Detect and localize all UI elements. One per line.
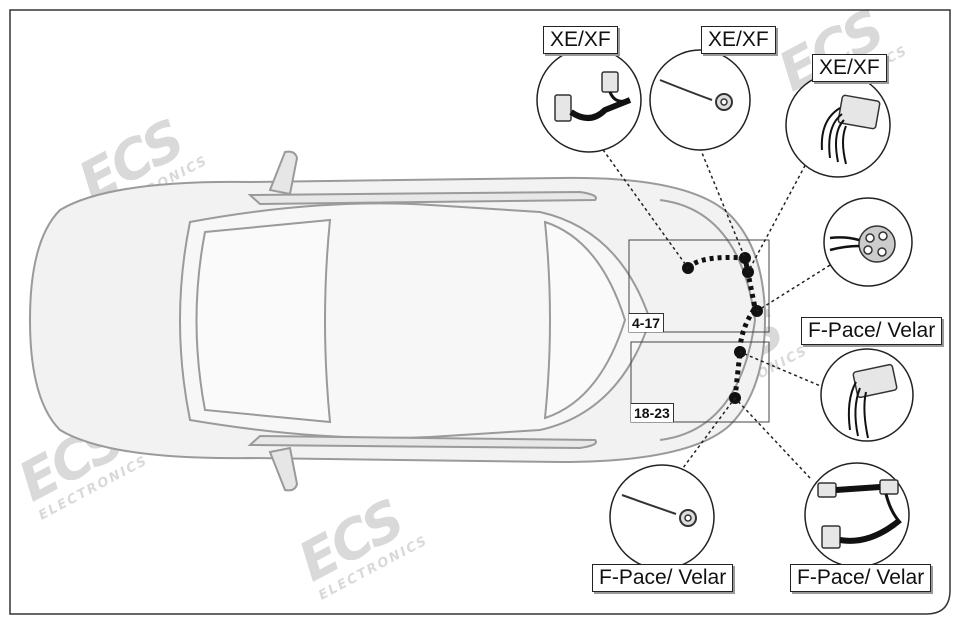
range-label-upper: 4-17: [629, 313, 665, 332]
detail-circle-xe-ring: [649, 49, 751, 151]
multi-pin-connector-icon: [820, 94, 881, 165]
label-fpace-velar: F-Pace/ Velar: [790, 564, 932, 592]
range-box-upper: [628, 239, 770, 333]
detail-circle-xe-multipin: [785, 72, 891, 178]
round-socket-icon: [829, 225, 896, 263]
detail-circle-fpace-harness: [804, 462, 910, 568]
frame-border: [9, 9, 951, 615]
connection-point: [739, 252, 751, 264]
detail-circle-fpace-ring: [609, 464, 715, 570]
wiring-harness-icon: [817, 479, 902, 549]
leader-lines: [595, 139, 836, 479]
ring-terminal-icon: [621, 494, 697, 527]
detail-circle-xe-plug: [536, 47, 642, 153]
car-outline: [28, 150, 767, 492]
multi-pin-connector-icon: [847, 363, 898, 439]
label-fpace-velar: F-Pace/ Velar: [592, 564, 734, 592]
detail-circle-fpace-multipin: [820, 348, 914, 442]
label-xe-xf: XE/XF: [812, 54, 887, 82]
detail-circle-round-socket: [823, 197, 913, 287]
range-box-lower: [630, 341, 770, 423]
label-fpace-velar: F-Pace/ Velar: [801, 317, 943, 345]
label-xe-xf: XE/XF: [543, 26, 618, 54]
range-label-lower: 18-23: [631, 403, 674, 422]
label-xe-xf: XE/XF: [701, 26, 776, 54]
connector-plug-icon: [554, 71, 632, 122]
ring-terminal-icon: [659, 79, 733, 111]
